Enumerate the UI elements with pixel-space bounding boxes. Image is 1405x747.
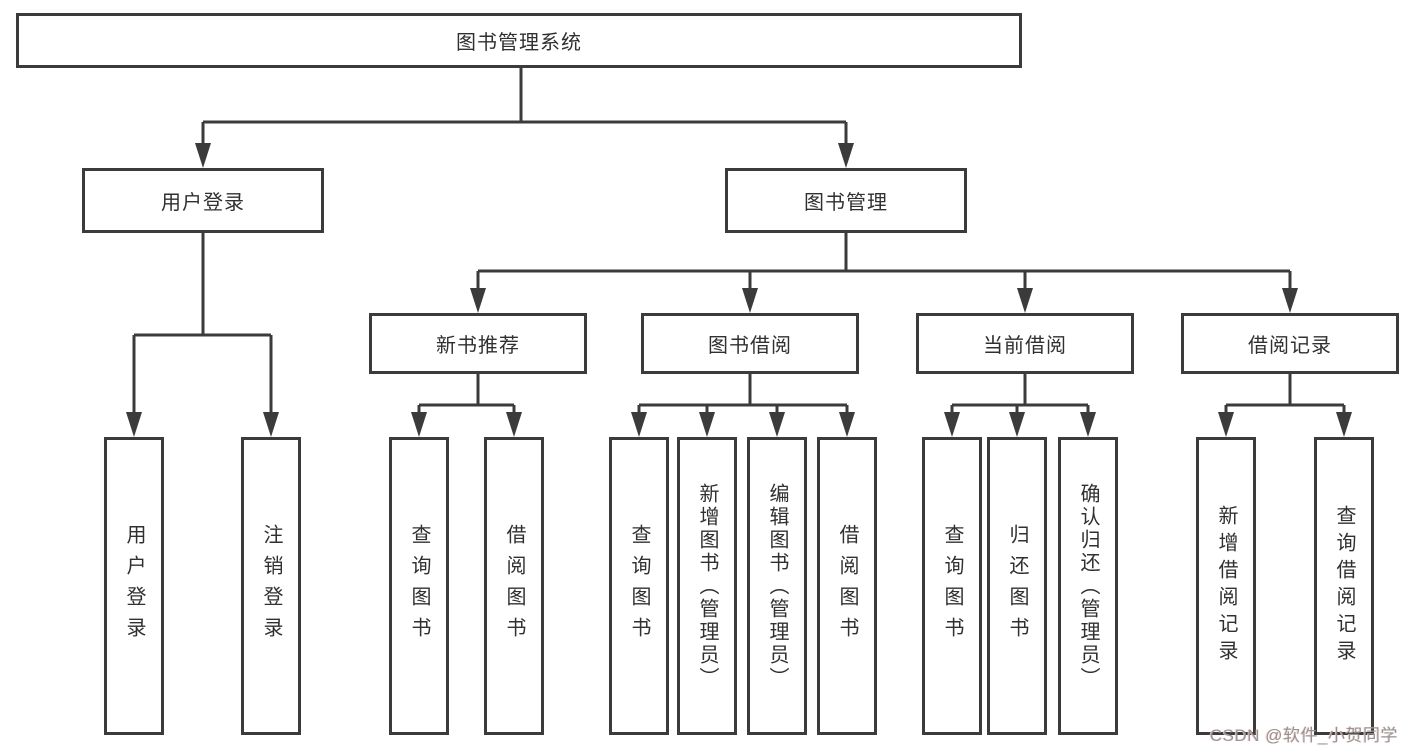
connector-bookborrow-to-leaves [637, 374, 849, 415]
arrowhead-icon [1282, 288, 1298, 313]
connector-userlogin-to-leaves [132, 233, 273, 415]
arrowhead-icon [1080, 412, 1096, 437]
connector-bookmgmt-to-level3 [476, 233, 1292, 291]
leaf-confirm-return-admin: 确认归还（管理员） [1058, 437, 1118, 735]
leaf-logout: 注销登录 [241, 437, 301, 735]
arrowhead-icon [838, 143, 854, 168]
arrowhead-icon [699, 412, 715, 437]
arrowhead-icon [1017, 288, 1033, 313]
leaf-borrow-books: 借阅图书 [817, 437, 877, 735]
node-borrow-records: 借阅记录 [1181, 313, 1399, 374]
connector-newbook-to-leaves [417, 374, 516, 415]
arrowhead-icon [1336, 412, 1352, 437]
csdn-watermark: CSDN @软件_小贺同学 [1209, 726, 1398, 745]
arrowhead-icon [769, 412, 785, 437]
leaf-query-books-borrow: 查询图书 [609, 437, 669, 735]
arrowhead-icon [126, 412, 142, 437]
arrowhead-icon [263, 412, 279, 437]
connector-root-to-level2 [201, 68, 848, 146]
connector-currentborrow-to-leaves [950, 374, 1090, 415]
arrowhead-icon [1009, 412, 1025, 437]
node-book-management: 图书管理 [725, 168, 967, 233]
arrowhead-icon [411, 412, 427, 437]
arrowhead-icon [1218, 412, 1234, 437]
leaf-add-borrow-record: 新增借阅记录 [1196, 437, 1256, 735]
node-user-login: 用户登录 [82, 168, 324, 233]
leaf-query-books-recommend: 查询图书 [389, 437, 449, 735]
connector-records-to-leaves [1224, 374, 1346, 415]
node-root: 图书管理系统 [16, 13, 1022, 68]
node-current-borrow: 当前借阅 [916, 313, 1134, 374]
leaf-query-books-current: 查询图书 [922, 437, 982, 735]
node-book-borrow: 图书借阅 [641, 313, 859, 374]
node-new-book-recommend: 新书推荐 [369, 313, 587, 374]
arrowhead-icon [839, 412, 855, 437]
arrowhead-icon [631, 412, 647, 437]
leaf-add-book-admin: 新增图书（管理员） [677, 437, 737, 735]
arrowhead-icon [506, 412, 522, 437]
leaf-user-login: 用户登录 [104, 437, 164, 735]
arrowhead-icon [470, 288, 486, 313]
leaf-edit-book-admin: 编辑图书（管理员） [747, 437, 807, 735]
arrowhead-icon [944, 412, 960, 437]
arrowhead-icon [742, 288, 758, 313]
leaf-return-book: 归还图书 [987, 437, 1047, 735]
leaf-borrow-books-recommend: 借阅图书 [484, 437, 544, 735]
leaf-query-borrow-record: 查询借阅记录 [1314, 437, 1374, 735]
arrowhead-icon [195, 143, 211, 168]
